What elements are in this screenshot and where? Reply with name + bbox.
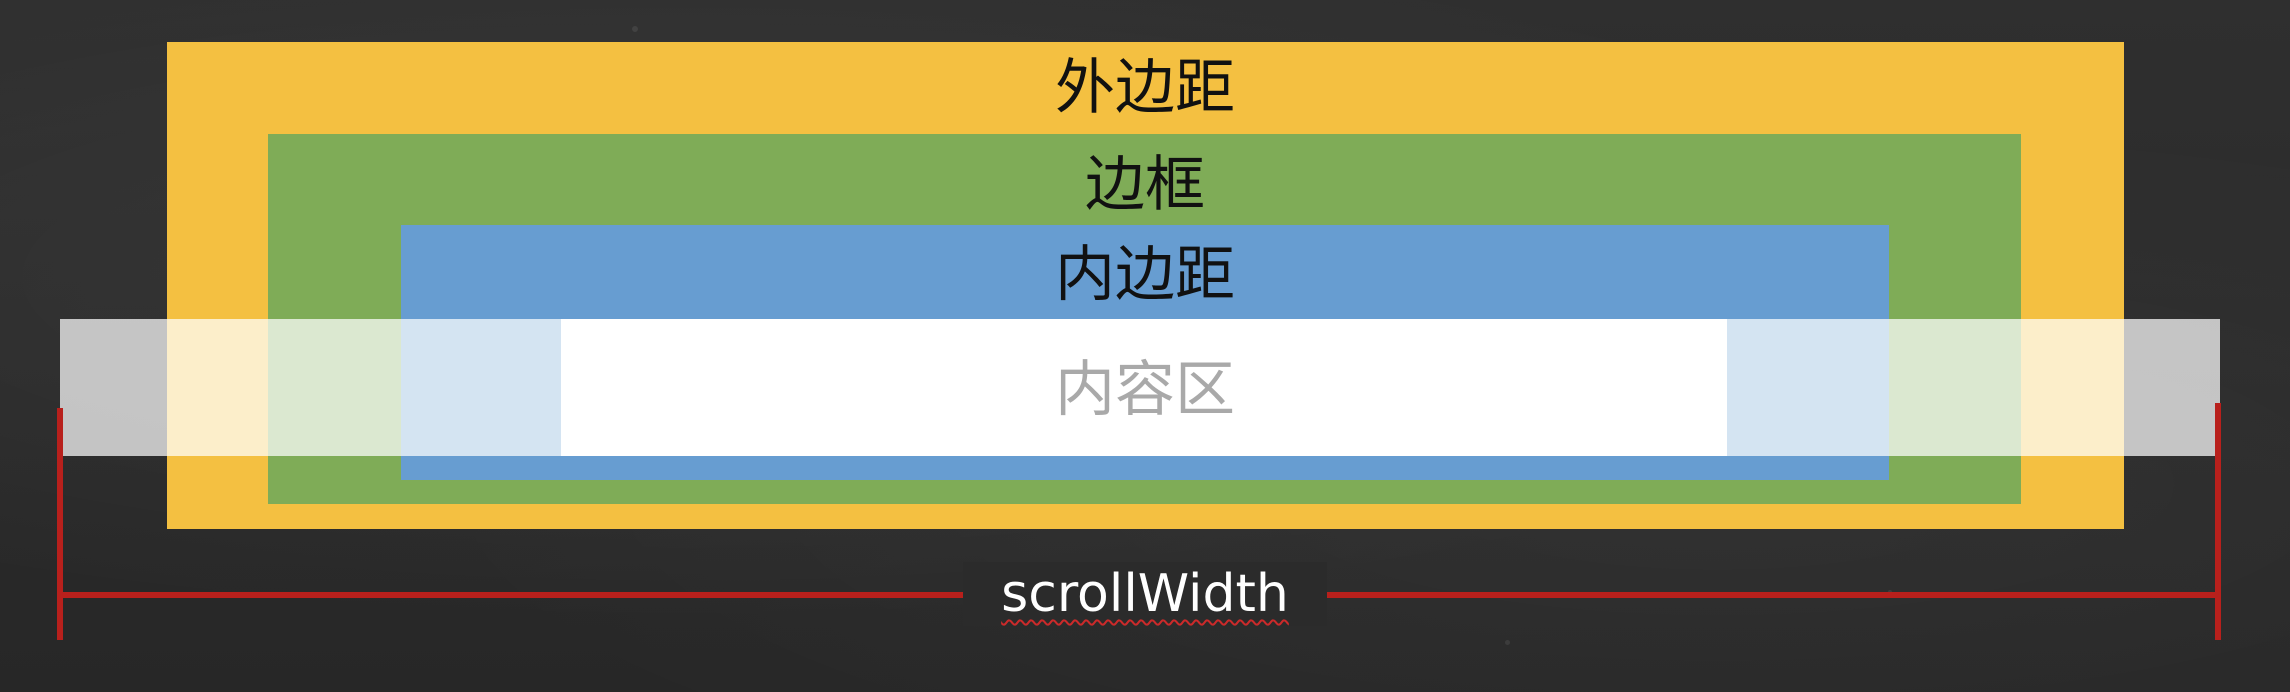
chalk-speck: [1505, 640, 1510, 645]
margin-label: 外边距: [1055, 53, 1235, 123]
padding-label: 内边距: [1055, 240, 1235, 310]
scroll-width-label: scrollWidth: [963, 562, 1327, 626]
scroll-overflow-band: [60, 319, 2220, 456]
content-label: 内容区: [1055, 355, 1235, 425]
border-label: 边框: [1085, 150, 1205, 220]
measure-right-tick: [2215, 403, 2221, 640]
measure-left-tick: [57, 408, 63, 640]
chalk-speck: [632, 26, 638, 32]
scroll-width-label-wrap: scrollWidth: [0, 562, 2290, 626]
